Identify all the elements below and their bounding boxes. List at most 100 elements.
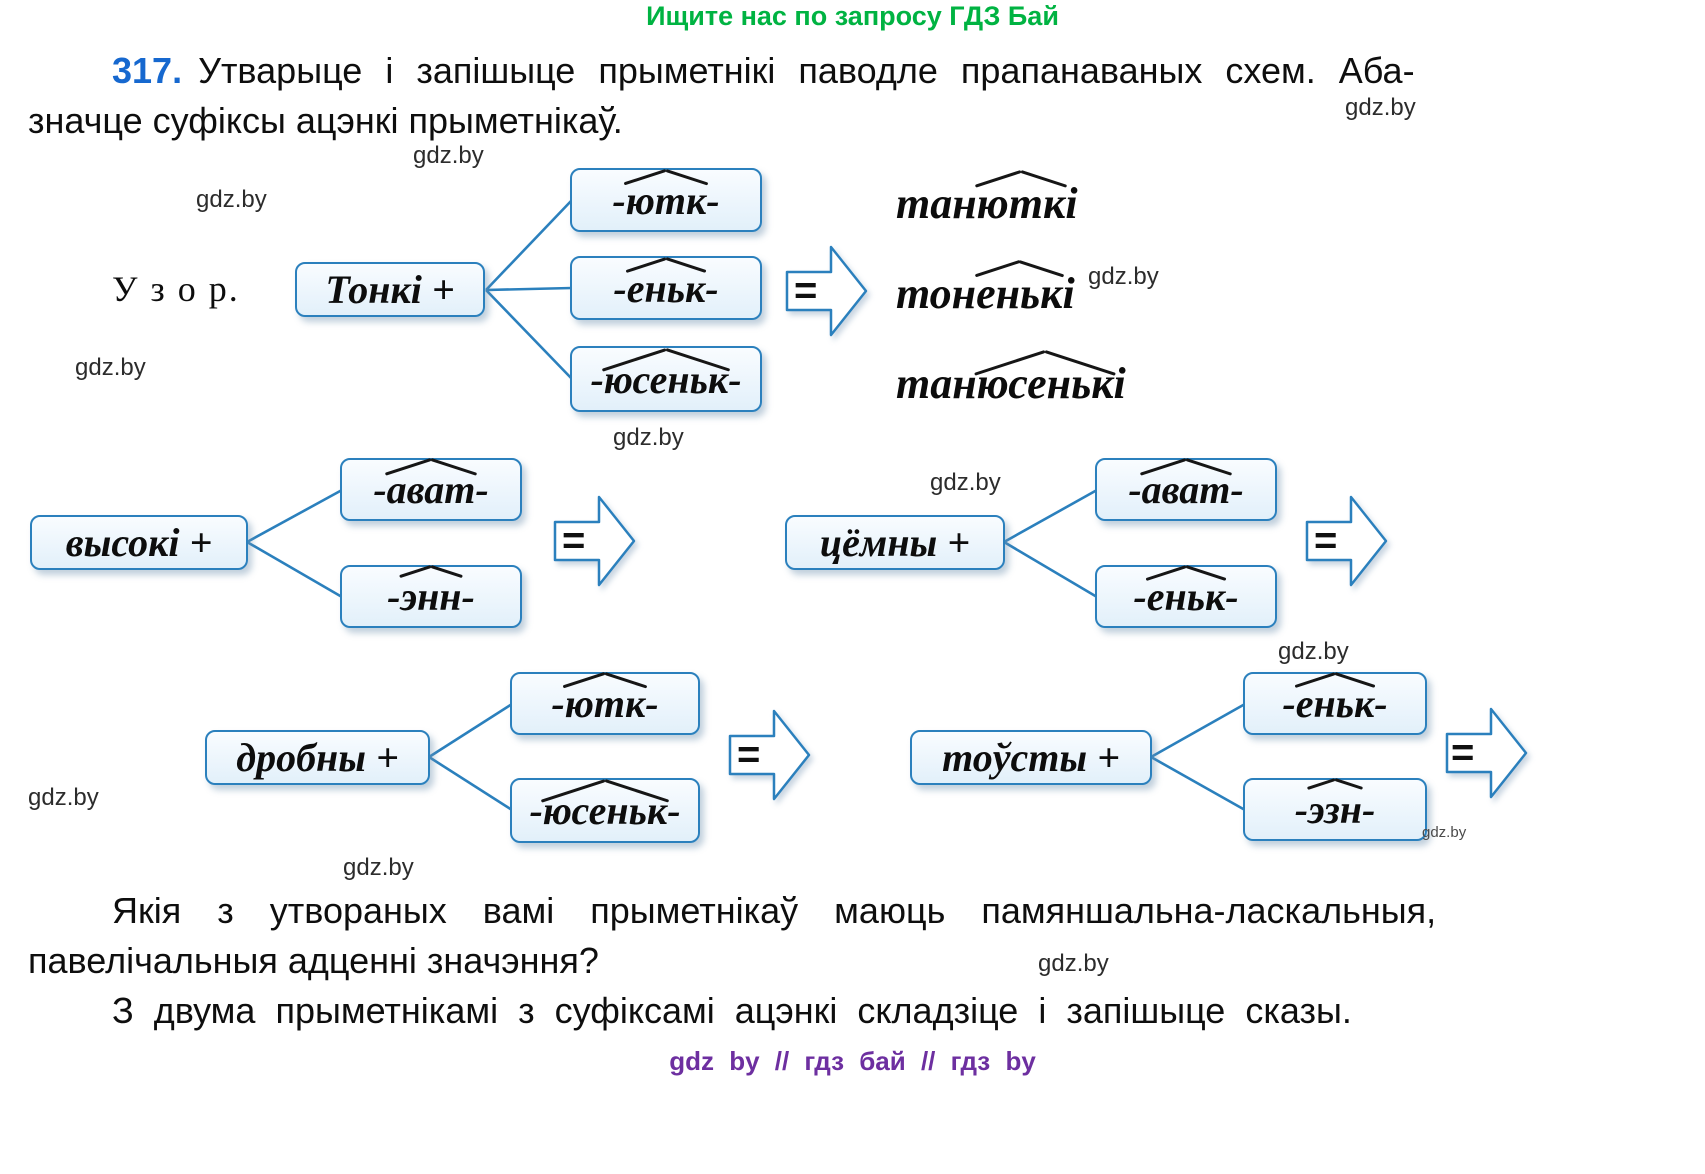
result-prefix: тан [896,179,977,228]
exercise-statement: 317. Утварыце і запішыце прыметнікі павод… [28,46,1543,146]
suffix-post: - [706,177,720,223]
result-roof-mark: юсеньк [976,359,1114,408]
watermark: gdz.by [196,186,267,213]
result-prefix: тан [896,359,977,408]
base-word-label: тоўсты + [942,735,1120,780]
scheme3-suffix-box-1: -ютк- [510,672,700,735]
suffix-pre: - [1282,681,1296,726]
result-ending: і [1113,359,1126,408]
scheme4-suffix-box-1: -еньк- [1243,672,1427,735]
watermark: gdz.by [1038,950,1109,977]
scheme4-suffix-box-2: -эзн- [1243,778,1427,841]
arrow-shape [1305,495,1388,587]
example-result-word-3: танюсенькі [896,358,1126,409]
question1-line1: Якія з утвораных вамі прыметнікаў маюць … [112,890,1437,931]
example-suffix-box-1: -ютк- [570,168,762,232]
base-word-label: цёмны + [819,520,971,565]
scheme2-base-box: цёмны + [785,515,1005,570]
arrow-shape [1445,707,1528,799]
suffix-label: -еньк- [613,265,718,312]
equals-arrow: = [785,244,869,338]
watermark: gdz.by [1278,638,1349,665]
example-suffix-box-3: -юсеньк- [570,346,762,412]
scheme2-suffix-box-1: -ават- [1095,458,1277,521]
result-ending: і [1065,179,1078,228]
exercise-number: 317. [112,50,183,91]
example-result-word-1: танюткі [896,178,1078,229]
suffix-roof-mark: ават [386,467,476,512]
equals-sign: = [1451,730,1475,775]
suffix-pre: - [613,265,627,311]
watermark: gdz.by [343,854,414,881]
suffix-roof-mark: юсеньк [603,356,729,402]
suffix-post: - [705,265,719,311]
exercise-text-line1: Утварыце і запішыце прыметнікі паводле п… [198,50,1415,91]
suffix-roof-mark: ютк [625,177,707,223]
scheme3-suffix-box-2: -юсеньк- [510,778,700,843]
suffix-label: -юсеньк- [529,787,680,834]
scheme2-suffix-box-2: -еньк- [1095,565,1277,628]
suffix-roof-mark: эзн [1308,787,1362,832]
suffix-label: -энн- [387,573,475,620]
suffix-pre: - [551,681,565,726]
suffix-post: - [728,356,742,402]
watermark: gdz.by [75,354,146,381]
result-ending: і [1062,269,1075,318]
suffix-label: -эзн- [1295,786,1376,833]
suffix-label: -юсеньк- [590,356,741,403]
scheme1-base-box: высокі + [30,515,248,570]
result-prefix: тон [896,269,977,318]
suffix-post: - [667,788,681,833]
base-word-label: высокі + [65,520,213,565]
equals-sign: = [562,518,586,563]
suffix-label: -еньк- [1282,680,1387,727]
suffix-post: - [1374,681,1388,726]
equals-arrow: = [728,708,812,802]
footer-watermark: gdz by // гдз бай // гдз by [669,1046,1036,1076]
example-suffix-box-2: -еньк- [570,256,762,320]
suffix-roof-mark: энн [400,574,462,619]
scheme1-suffix-box-2: -энн- [340,565,522,628]
suffix-roof-mark: еньк [626,265,706,311]
suffix-pre: - [529,788,543,833]
equals-sign: = [1314,518,1338,563]
suffix-post: - [475,467,489,512]
arrow-shape [785,245,868,337]
watermark: gdz.by [930,469,1001,496]
suffix-label: -ютк- [612,177,719,224]
suffix-roof-mark: юсеньк [542,788,668,833]
suffix-pre: - [1294,787,1309,832]
suffix-pre: - [1128,467,1142,512]
suffix-pre: - [1133,574,1147,619]
example-result-word-2: тоненькі [896,268,1075,319]
exercise-line1-wrap: 317. Утварыце і запішыце прыметнікі павод… [28,50,1415,91]
suffix-label: -ават- [1128,466,1243,513]
watermark: gdz.by [1345,94,1416,121]
watermark: gdz.by [1088,263,1159,290]
base-word-label: Тонкі + [325,267,455,312]
base-word-label: дробны + [236,735,399,780]
arrow-shape [553,495,636,587]
equals-arrow: = [553,494,637,588]
watermark: gdz.by [613,424,684,451]
question1-line2: павелічальныя адценні значэння? [28,940,599,981]
suffix-roof-mark: еньк [1295,681,1375,726]
arrow-shape [728,709,811,801]
question2: З двума прыметнікамі з суфіксамі ацэнкі … [112,990,1352,1031]
scheme3-base-box: дробны + [205,730,430,785]
suffix-label: -еньк- [1133,573,1238,620]
watermark: gdz.by [28,784,99,811]
scheme4-base-box: тоўсты + [910,730,1152,785]
result-roof-mark: еньк [976,269,1063,318]
suffix-post: - [1361,787,1376,832]
promo-banner: Ищите нас по запросу ГДЗ Бай [646,1,1059,31]
suffix-roof-mark: ават [1141,467,1231,512]
equals-arrow: = [1305,494,1389,588]
suffix-label: -ават- [373,466,488,513]
suffix-post: - [461,574,475,619]
result-roof-mark: ютк [976,179,1066,228]
example-label: У з о р. [112,269,240,309]
watermark: gdz.by [1422,824,1467,841]
